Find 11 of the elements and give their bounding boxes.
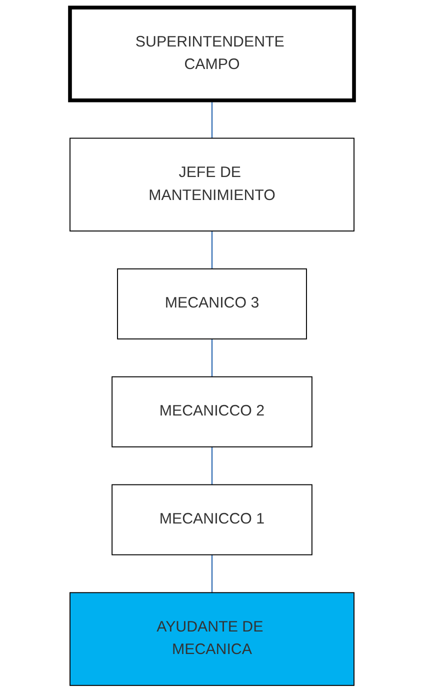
node-box: SUPERINTENDENTE CAMPO [68, 6, 356, 102]
node-box: AYUDANTE DE MECANICA [69, 592, 354, 686]
connector [210, 231, 212, 269]
node-box: JEFE DE MANTENIMIENTO [69, 138, 354, 232]
node-box: MECANICO 3 [116, 268, 306, 340]
connector [210, 446, 212, 485]
node-box: MECANICCO 2 [111, 376, 312, 448]
connector [210, 338, 212, 377]
node-box: MECANICCO 1 [111, 484, 312, 556]
connector [210, 100, 212, 138]
connector [210, 554, 212, 593]
